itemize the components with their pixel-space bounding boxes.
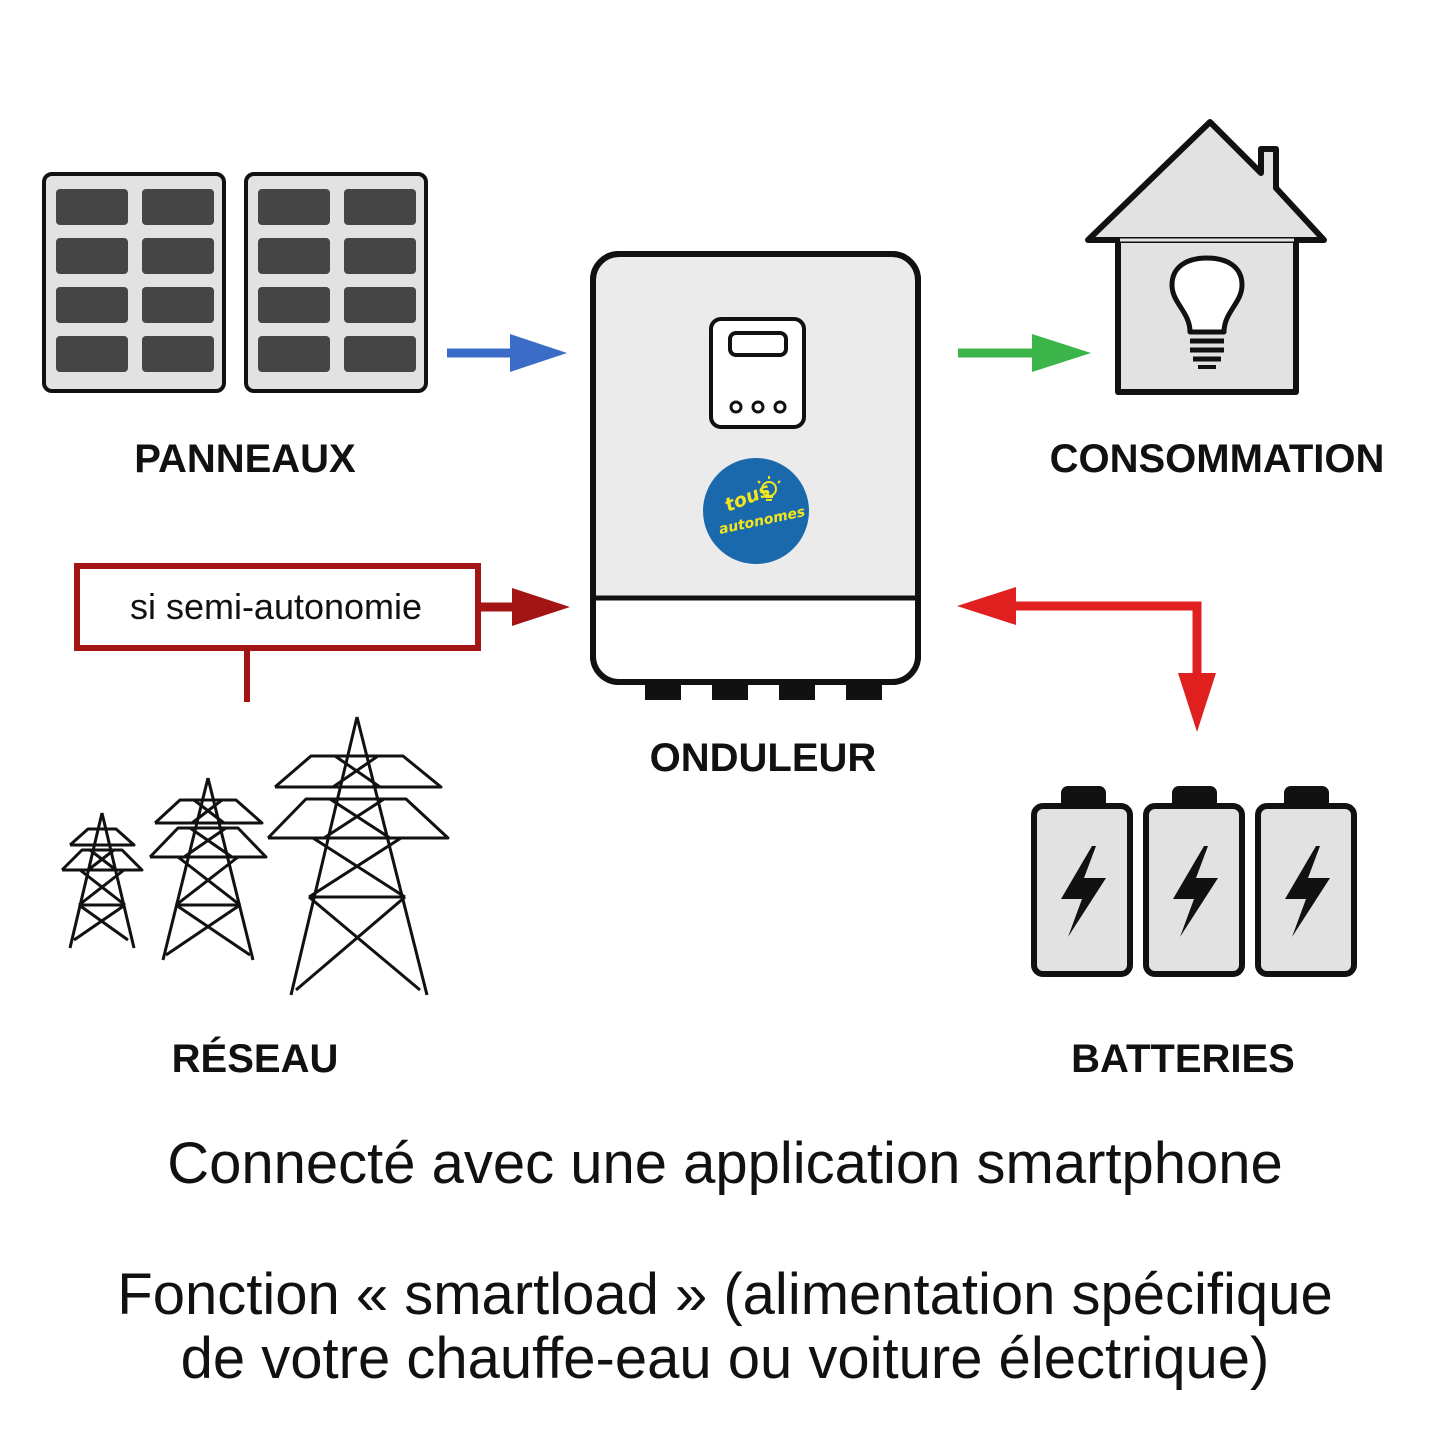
caption-smartload-line1: Fonction « smartload » (alimentation spé… bbox=[117, 1262, 1333, 1327]
grid-condition-box bbox=[74, 563, 570, 702]
solar-flow-arrow bbox=[447, 334, 567, 372]
inverter-display-panel bbox=[709, 317, 806, 429]
panels-label: PANNEAUX bbox=[134, 437, 356, 481]
tous-autonomes-logo: tous autonomes bbox=[703, 458, 809, 564]
caption-app-connection: Connecté avec une application smartphone bbox=[167, 1131, 1283, 1196]
power-pylons-icon bbox=[60, 716, 450, 996]
solar-panels-icon bbox=[42, 172, 428, 393]
inverter-label: ONDULEUR bbox=[650, 736, 877, 780]
grid-condition-text: si semi-autonomie bbox=[130, 586, 422, 627]
lightbulb-icon bbox=[757, 476, 781, 501]
consumption-label: CONSOMMATION bbox=[1050, 437, 1385, 481]
grid-label: RÉSEAU bbox=[172, 1036, 339, 1081]
battery-flow-arrow bbox=[957, 587, 1216, 732]
caption-smartload-line2: de votre chauffe-eau ou voiture électriq… bbox=[180, 1326, 1270, 1391]
batteries-label: BATTERIES bbox=[1071, 1037, 1295, 1081]
consumption-flow-arrow bbox=[958, 334, 1091, 372]
batteries-icon bbox=[1031, 786, 1357, 977]
lightbulb-icon bbox=[1169, 255, 1245, 369]
